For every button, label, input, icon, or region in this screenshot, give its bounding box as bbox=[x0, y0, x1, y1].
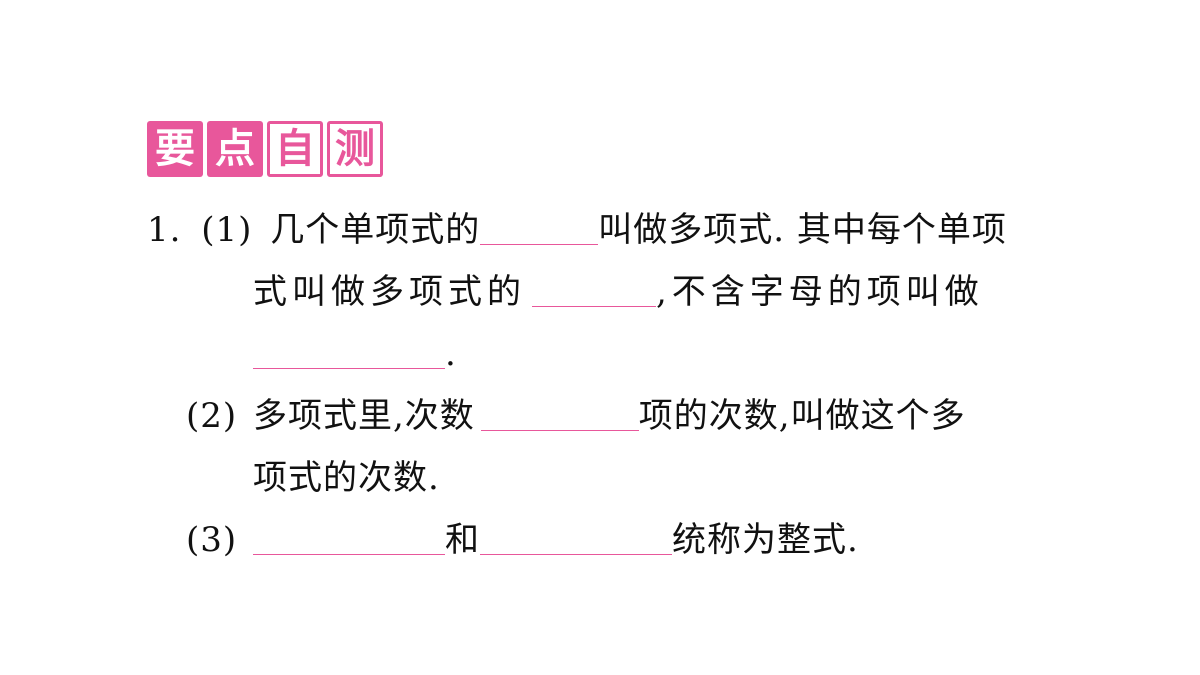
q1-p2-text-1b: 项的次数,叫做这个多 bbox=[638, 396, 966, 436]
heading-char-3: 自 bbox=[267, 121, 323, 177]
answer-blank-4[interactable] bbox=[480, 396, 639, 431]
answer-blank-1[interactable] bbox=[480, 210, 599, 245]
section-heading: 要 点 自 测 bbox=[147, 121, 383, 177]
q1-p1-text-1b: 叫做多项式. 其中每个单项 bbox=[598, 210, 1007, 250]
q1-p1-text-3b: . bbox=[445, 334, 457, 374]
question-number: 1. bbox=[147, 210, 182, 250]
heading-char-2: 点 bbox=[207, 121, 263, 177]
q1-p2-line1: (2) 多项式里,次数 项的次数,叫做这个多 bbox=[186, 396, 966, 436]
q1-p1-line3: . bbox=[253, 334, 457, 374]
heading-char-1: 要 bbox=[147, 121, 203, 177]
q1-p1-line2: 式叫做多项式的 ,不含字母的项叫做 bbox=[253, 272, 984, 312]
q1-p1-line1: 1. (1) 几个单项式的 叫做多项式. 其中每个单项 bbox=[147, 210, 1007, 250]
part-label-2: (2) bbox=[186, 396, 238, 436]
answer-blank-3[interactable] bbox=[253, 334, 445, 369]
answer-blank-5[interactable] bbox=[252, 520, 445, 555]
q1-p1-text-2b: ,不含字母的项叫做 bbox=[656, 272, 984, 312]
q1-p3-text-mid: 和 bbox=[444, 520, 480, 560]
q1-p1-text-2a: 式叫做多项式的 bbox=[253, 272, 526, 312]
q1-p2-line2: 项式的次数. bbox=[253, 458, 440, 498]
part-label-3: (3) bbox=[186, 520, 238, 560]
answer-blank-6[interactable] bbox=[479, 520, 672, 555]
part-label-1: (1) bbox=[201, 210, 253, 250]
answer-blank-2[interactable] bbox=[532, 272, 656, 307]
q1-p1-text-1a: 几个单项式的 bbox=[270, 210, 481, 250]
q1-p3-text-end: 统称为整式. bbox=[671, 520, 859, 560]
q1-p2-text-1a: 多项式里,次数 bbox=[252, 396, 475, 436]
q1-p3-line1: (3) 和 统称为整式. bbox=[186, 520, 859, 560]
heading-char-4: 测 bbox=[327, 121, 383, 177]
